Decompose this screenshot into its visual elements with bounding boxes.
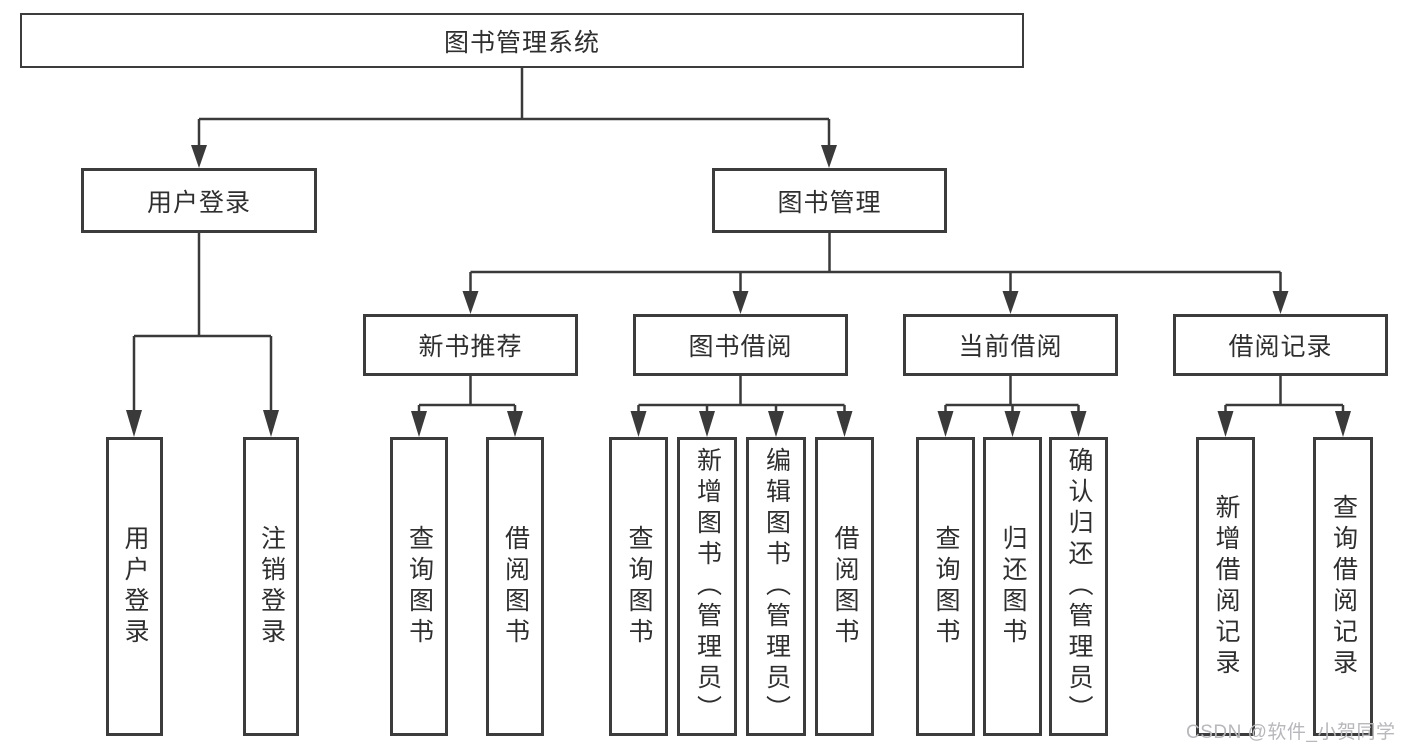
leaf-logout: 注销登录 [243, 437, 299, 736]
leaf-add-borrow-record: 新增借阅记录 [1196, 437, 1255, 736]
leaf-query-books-recommend: 查询图书 [390, 437, 448, 736]
leaf-query-borrow-record-label: 查询借阅记录 [1329, 493, 1358, 680]
leaf-logout-label: 注销登录 [257, 524, 286, 649]
node-new-book-recommend-label: 新书推荐 [418, 333, 523, 361]
leaf-return-books-label: 归还图书 [999, 524, 1027, 649]
leaf-query-books-current-label: 查询图书 [932, 524, 960, 649]
leaf-user-login: 用户登录 [106, 437, 163, 736]
leaf-user-login-label: 用户登录 [121, 524, 149, 649]
node-user-login-label: 用户登录 [146, 188, 251, 217]
node-borrowing-records: 借阅记录 [1173, 314, 1388, 376]
node-current-borrowing-label: 当前借阅 [958, 333, 1063, 361]
leaf-query-borrow-record: 查询借阅记录 [1313, 437, 1373, 736]
node-root-label: 图书管理系统 [443, 28, 600, 57]
node-book-management: 图书管理 [712, 168, 947, 233]
leaf-confirm-return-admin: 确认归还（管理员） [1049, 437, 1108, 736]
leaf-query-books-recommend-label: 查询图书 [405, 524, 434, 649]
leaf-borrow-books-recommend: 借阅图书 [486, 437, 544, 736]
leaf-edit-books-admin-label: 编辑图书（管理员） [762, 447, 791, 726]
leaf-add-borrow-record-label: 新增借阅记录 [1212, 493, 1240, 680]
leaf-return-books: 归还图书 [983, 437, 1042, 736]
node-user-login: 用户登录 [81, 168, 317, 233]
leaf-confirm-return-admin-label: 确认归还（管理员） [1065, 447, 1093, 726]
leaf-borrow-books-recommend-label: 借阅图书 [501, 524, 530, 649]
leaf-add-books-admin-label: 新增图书（管理员） [693, 447, 722, 726]
node-book-borrowing-label: 图书借阅 [688, 333, 793, 361]
leaf-query-books-borrowing: 查询图书 [609, 437, 668, 736]
leaf-query-books-current: 查询图书 [916, 437, 975, 736]
leaf-add-books-admin: 新增图书（管理员） [677, 437, 737, 736]
leaf-borrow-books: 借阅图书 [815, 437, 874, 736]
node-root: 图书管理系统 [20, 13, 1024, 68]
csdn-watermark: CSDN @软件_小贺同学 [1186, 722, 1396, 743]
node-borrowing-records-label: 借阅记录 [1228, 333, 1333, 361]
node-book-borrowing: 图书借阅 [633, 314, 848, 376]
arrowheads [126, 145, 1351, 437]
leaf-query-books-borrowing-label: 查询图书 [625, 524, 653, 649]
leaf-borrow-books-label: 借阅图书 [831, 524, 859, 649]
node-new-book-recommend: 新书推荐 [363, 314, 578, 376]
leaf-edit-books-admin: 编辑图书（管理员） [746, 437, 806, 736]
node-current-borrowing: 当前借阅 [903, 314, 1118, 376]
node-book-management-label: 图书管理 [777, 188, 882, 217]
